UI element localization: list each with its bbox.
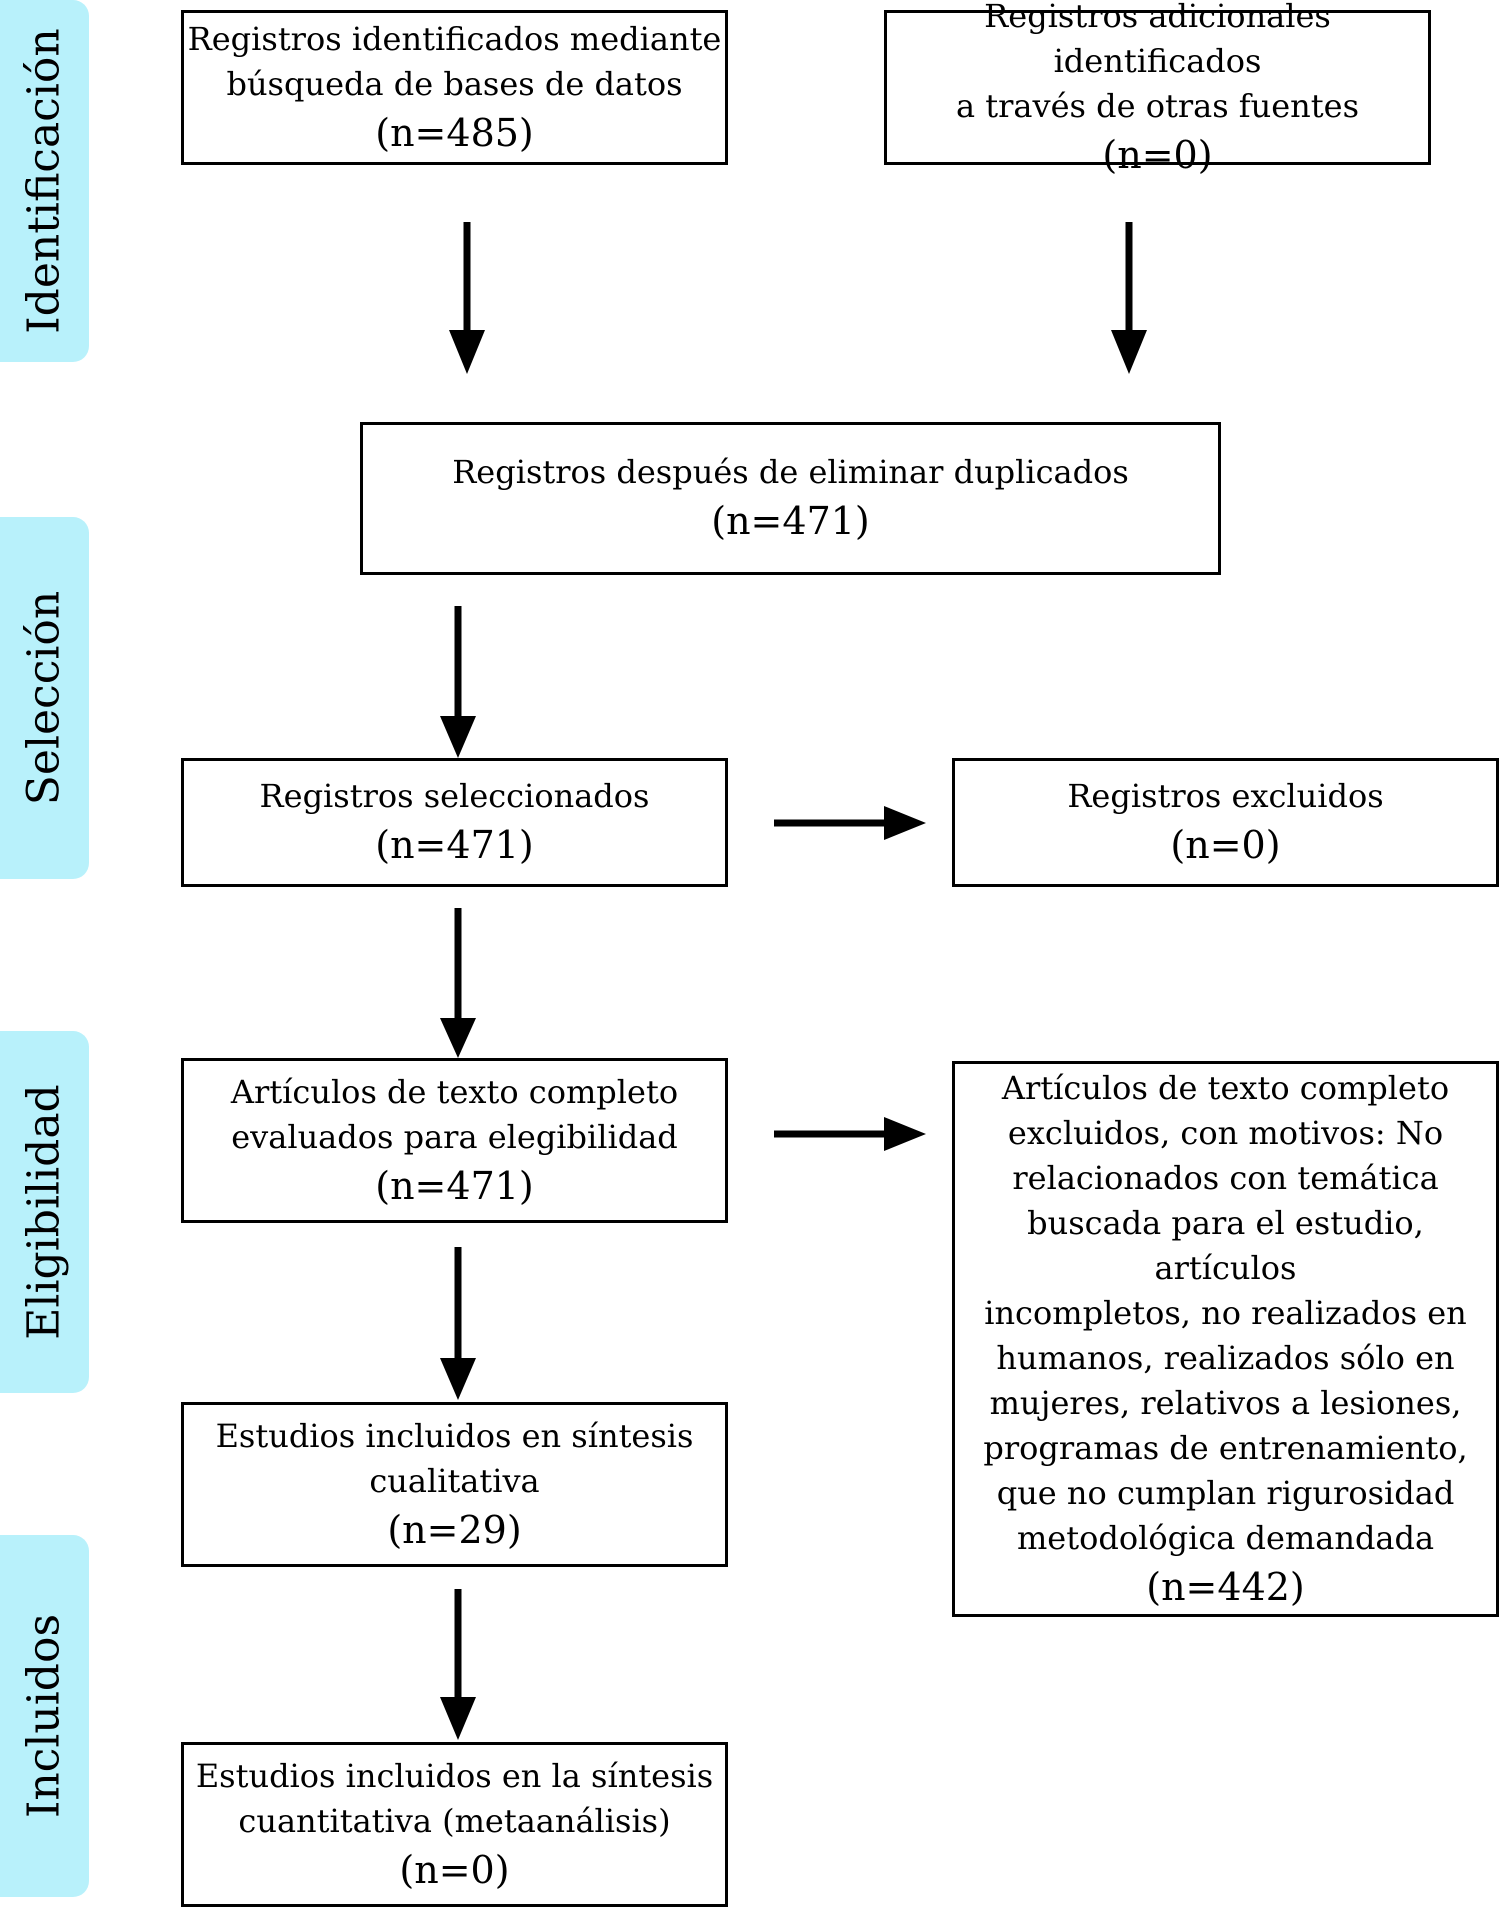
box-quantitative-line-2: cuantitativa (metaanálisis) bbox=[238, 1801, 671, 1840]
arrowhead-qualitative-to-quantitative bbox=[440, 1697, 476, 1740]
box-quantitative: Estudios incluidos en la síntesis cuanti… bbox=[181, 1742, 728, 1907]
phase-eligibilidad: Eligibilidad bbox=[0, 1031, 89, 1393]
box-fulltext-excluded-line-9: que no cumplan rigurosidad bbox=[996, 1473, 1455, 1512]
box-fulltext-excluded-line-3: relacionados con temática bbox=[1012, 1158, 1439, 1197]
box-qualitative-count: (n=29) bbox=[387, 1507, 522, 1552]
phase-seleccion: Selección bbox=[0, 517, 89, 879]
box-dedup-line-1: Registros después de eliminar duplicados bbox=[452, 453, 1129, 491]
arrowhead-screened-to-fulltext bbox=[440, 1018, 476, 1058]
box-fulltext-line-2: evaluados para elegibilidad bbox=[231, 1117, 678, 1156]
box-excluded: Registros excluidos (n=0) bbox=[952, 758, 1499, 887]
box-dedup: Registros después de eliminar duplicados… bbox=[360, 422, 1221, 575]
box-fulltext-excluded-line-2: excluidos, con motivos: No bbox=[1007, 1113, 1444, 1152]
box-qualitative-line-2: cualitativa bbox=[369, 1461, 540, 1500]
box-fulltext-excluded-line-5: incompletos, no realizados en bbox=[984, 1293, 1467, 1332]
box-db-records: Registros identificados mediante búsqued… bbox=[181, 10, 728, 165]
box-other-records-count: (n=0) bbox=[1102, 133, 1213, 177]
phase-identificacion: Identificación bbox=[0, 0, 89, 362]
phase-incluidos: Incluidos bbox=[0, 1535, 89, 1897]
box-fulltext-excluded-line-10: metodológica demandada bbox=[1016, 1518, 1435, 1557]
box-fulltext-excluded-line-6: humanos, realizados sólo en bbox=[996, 1338, 1455, 1377]
box-other-records-line-2: a través de otras fuentes bbox=[956, 87, 1359, 125]
arrowhead-fulltext-to-fulltext-excluded bbox=[884, 1117, 926, 1151]
box-fulltext-count: (n=471) bbox=[375, 1163, 534, 1208]
box-dedup-count: (n=471) bbox=[711, 499, 870, 543]
box-db-records-line-1: Registros identificados mediante bbox=[187, 19, 722, 58]
arrowhead-fulltext-to-qualitative bbox=[440, 1358, 476, 1400]
box-db-records-line-2: búsqueda de bases de datos bbox=[226, 64, 683, 103]
box-db-records-count: (n=485) bbox=[375, 110, 534, 155]
box-quantitative-count: (n=0) bbox=[399, 1847, 510, 1892]
box-fulltext-excluded: Artículos de texto completo excluidos, c… bbox=[952, 1061, 1499, 1617]
box-excluded-count: (n=0) bbox=[1170, 823, 1281, 867]
box-quantitative-line-1: Estudios incluidos en la síntesis bbox=[195, 1756, 714, 1795]
box-qualitative: Estudios incluidos en síntesis cualitati… bbox=[181, 1402, 728, 1567]
box-fulltext-excluded-line-4: buscada para el estudio, artículos bbox=[1027, 1203, 1424, 1287]
box-screened-count: (n=471) bbox=[375, 823, 534, 867]
box-screened-line-1: Registros seleccionados bbox=[259, 777, 650, 815]
arrowhead-screened-to-excluded bbox=[884, 806, 926, 840]
arrowhead-dedup-to-screened bbox=[440, 716, 476, 758]
box-fulltext-excluded-line-7: mujeres, relativos a lesiones, bbox=[989, 1383, 1462, 1422]
box-fulltext-excluded-line-1: Artículos de texto completo bbox=[1001, 1068, 1450, 1107]
box-other-records: Registros adicionales identificados a tr… bbox=[884, 0, 1431, 177]
box-screened: Registros seleccionados (n=471) bbox=[181, 758, 728, 887]
arrowhead-other-to-dedup bbox=[1111, 330, 1147, 374]
box-fulltext-excluded-count: (n=442) bbox=[1146, 1564, 1305, 1609]
box-fulltext-line-1: Artículos de texto completo bbox=[230, 1072, 679, 1111]
box-other-records-line-1: Registros adicionales identificados bbox=[984, 0, 1331, 80]
arrowhead-db-to-dedup bbox=[449, 330, 485, 374]
box-qualitative-line-1: Estudios incluidos en síntesis bbox=[215, 1416, 694, 1455]
box-fulltext-excluded-line-8: programas de entrenamiento, bbox=[983, 1428, 1468, 1467]
box-excluded-line-1: Registros excluidos bbox=[1067, 777, 1384, 815]
box-fulltext: Artículos de texto completo evaluados pa… bbox=[181, 1058, 728, 1223]
